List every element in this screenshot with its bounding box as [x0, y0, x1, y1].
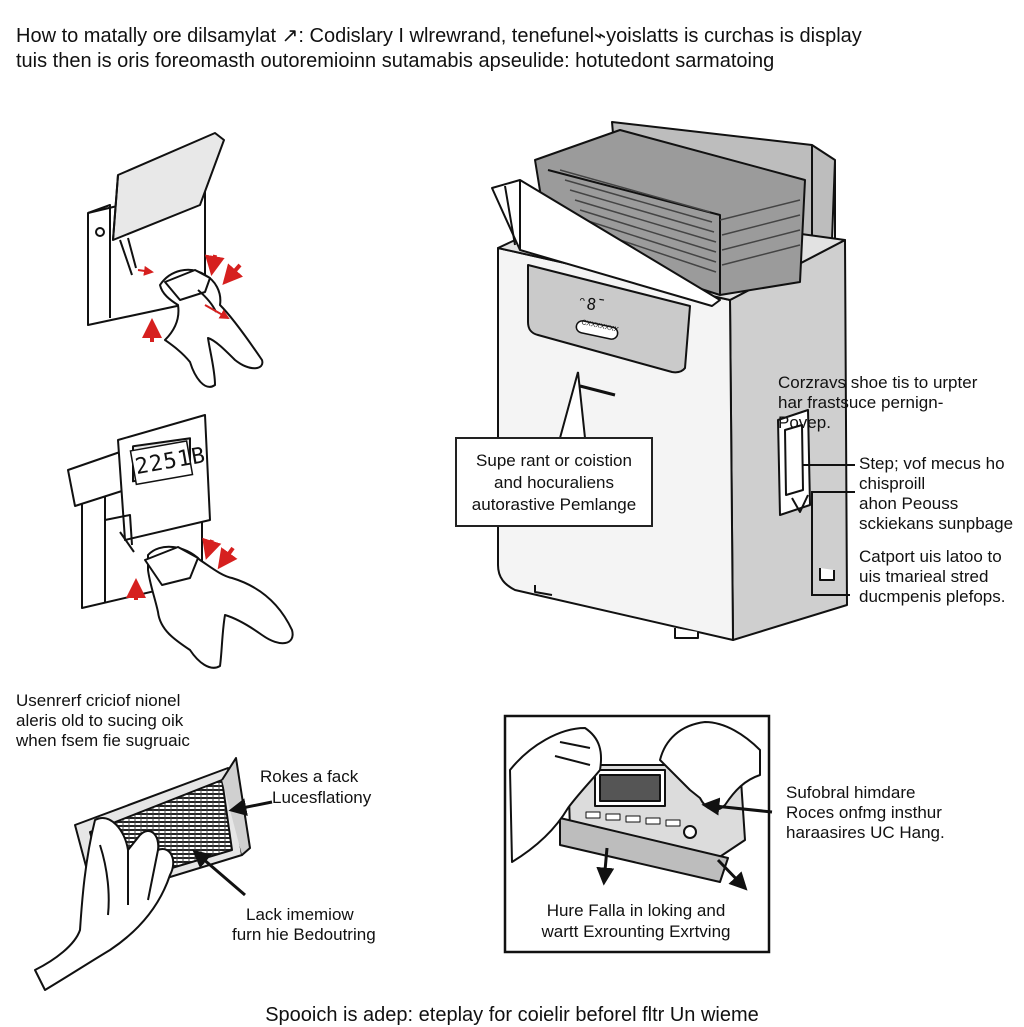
filter-bottom-note-line-1: Lack imemiow — [246, 905, 354, 924]
center-callout-line-2: and hocuraliens — [493, 473, 615, 492]
center-callout-box: Supe rant or coistion and hocuraliens au… — [455, 437, 653, 527]
filter-hand-icon — [34, 817, 175, 991]
right-note-1-line-2: har frastsuce pernign- — [778, 393, 944, 412]
left-section-note-line-3: when fsem fie sugruaic — [16, 731, 190, 750]
right-note-1-line-1: Corzravs shoe tis to urpter — [778, 373, 978, 392]
step2-red-arrows — [126, 537, 238, 600]
brand-badge — [575, 320, 619, 340]
step1-red-arrows — [137, 254, 244, 342]
inset-caption-line-1: Hure Falla in loking and — [546, 901, 726, 920]
filter-connectors — [192, 798, 273, 897]
right-connectors — [803, 464, 855, 596]
header-line-1: How to matally ore dilsamylat ↗: Codisla… — [16, 25, 862, 47]
right-note-3-line-3: ducmpenis plefops. — [859, 587, 1006, 606]
left-section-note-line-2: aleris old to sucing oik — [16, 711, 184, 730]
inset-illustration — [503, 714, 773, 954]
left-section-note-line-1: Usenrerf criciof nionel — [16, 691, 181, 710]
right-note-3-line-1: Catport uis latoo to — [859, 547, 1002, 566]
unit-display-readout: ᵔ8̄ — [575, 292, 598, 315]
right-note-2-line-2: chisproill — [859, 474, 926, 493]
right-note-1-line-3: Povep. — [778, 413, 831, 432]
inset-side-note-line-3: haraasires UC Hang. — [786, 823, 945, 842]
filter-grille-illustration — [34, 757, 251, 991]
center-callout-line-1: Supe rant or coistion — [476, 451, 632, 470]
right-note-3-line-2: uis tmarieal stred — [859, 567, 989, 586]
header-line-2: tuis then is oris foreomasth outoremioin… — [16, 50, 775, 72]
inset-caption-line-2: wartt Exrounting Exrtving — [541, 922, 731, 941]
clock-digits-group — [129, 440, 194, 486]
unit-open-lid — [491, 179, 721, 307]
center-callout-line-3: autorastive Pemlange — [471, 495, 637, 514]
inset-side-note-line-1: Sufobral himdare — [786, 783, 916, 802]
step1-illustration — [87, 132, 264, 388]
right-note-2-line-4: sckiekans sunpbage — [859, 514, 1014, 533]
footer-text: Spooich is adep: eteplay for coielir bef… — [265, 1004, 759, 1026]
filter-top-note-line-1: Rokes a fack — [260, 767, 359, 786]
filter-top-note-line-2: Lucesflationy — [272, 788, 372, 807]
right-note-2-line-3: ahon Peouss — [859, 494, 959, 513]
right-note-2-line-1: Step; vof mecus ho — [859, 454, 1005, 473]
filter-bottom-note-line-2: furn hie Bedoutring — [232, 925, 376, 944]
inset-caption: Hure Falla in loking and wartt Exrountin… — [505, 900, 767, 942]
display-window — [527, 264, 691, 374]
inset-side-note-line-2: Roces onfmg insthur — [786, 803, 942, 822]
main-unit — [491, 121, 848, 641]
